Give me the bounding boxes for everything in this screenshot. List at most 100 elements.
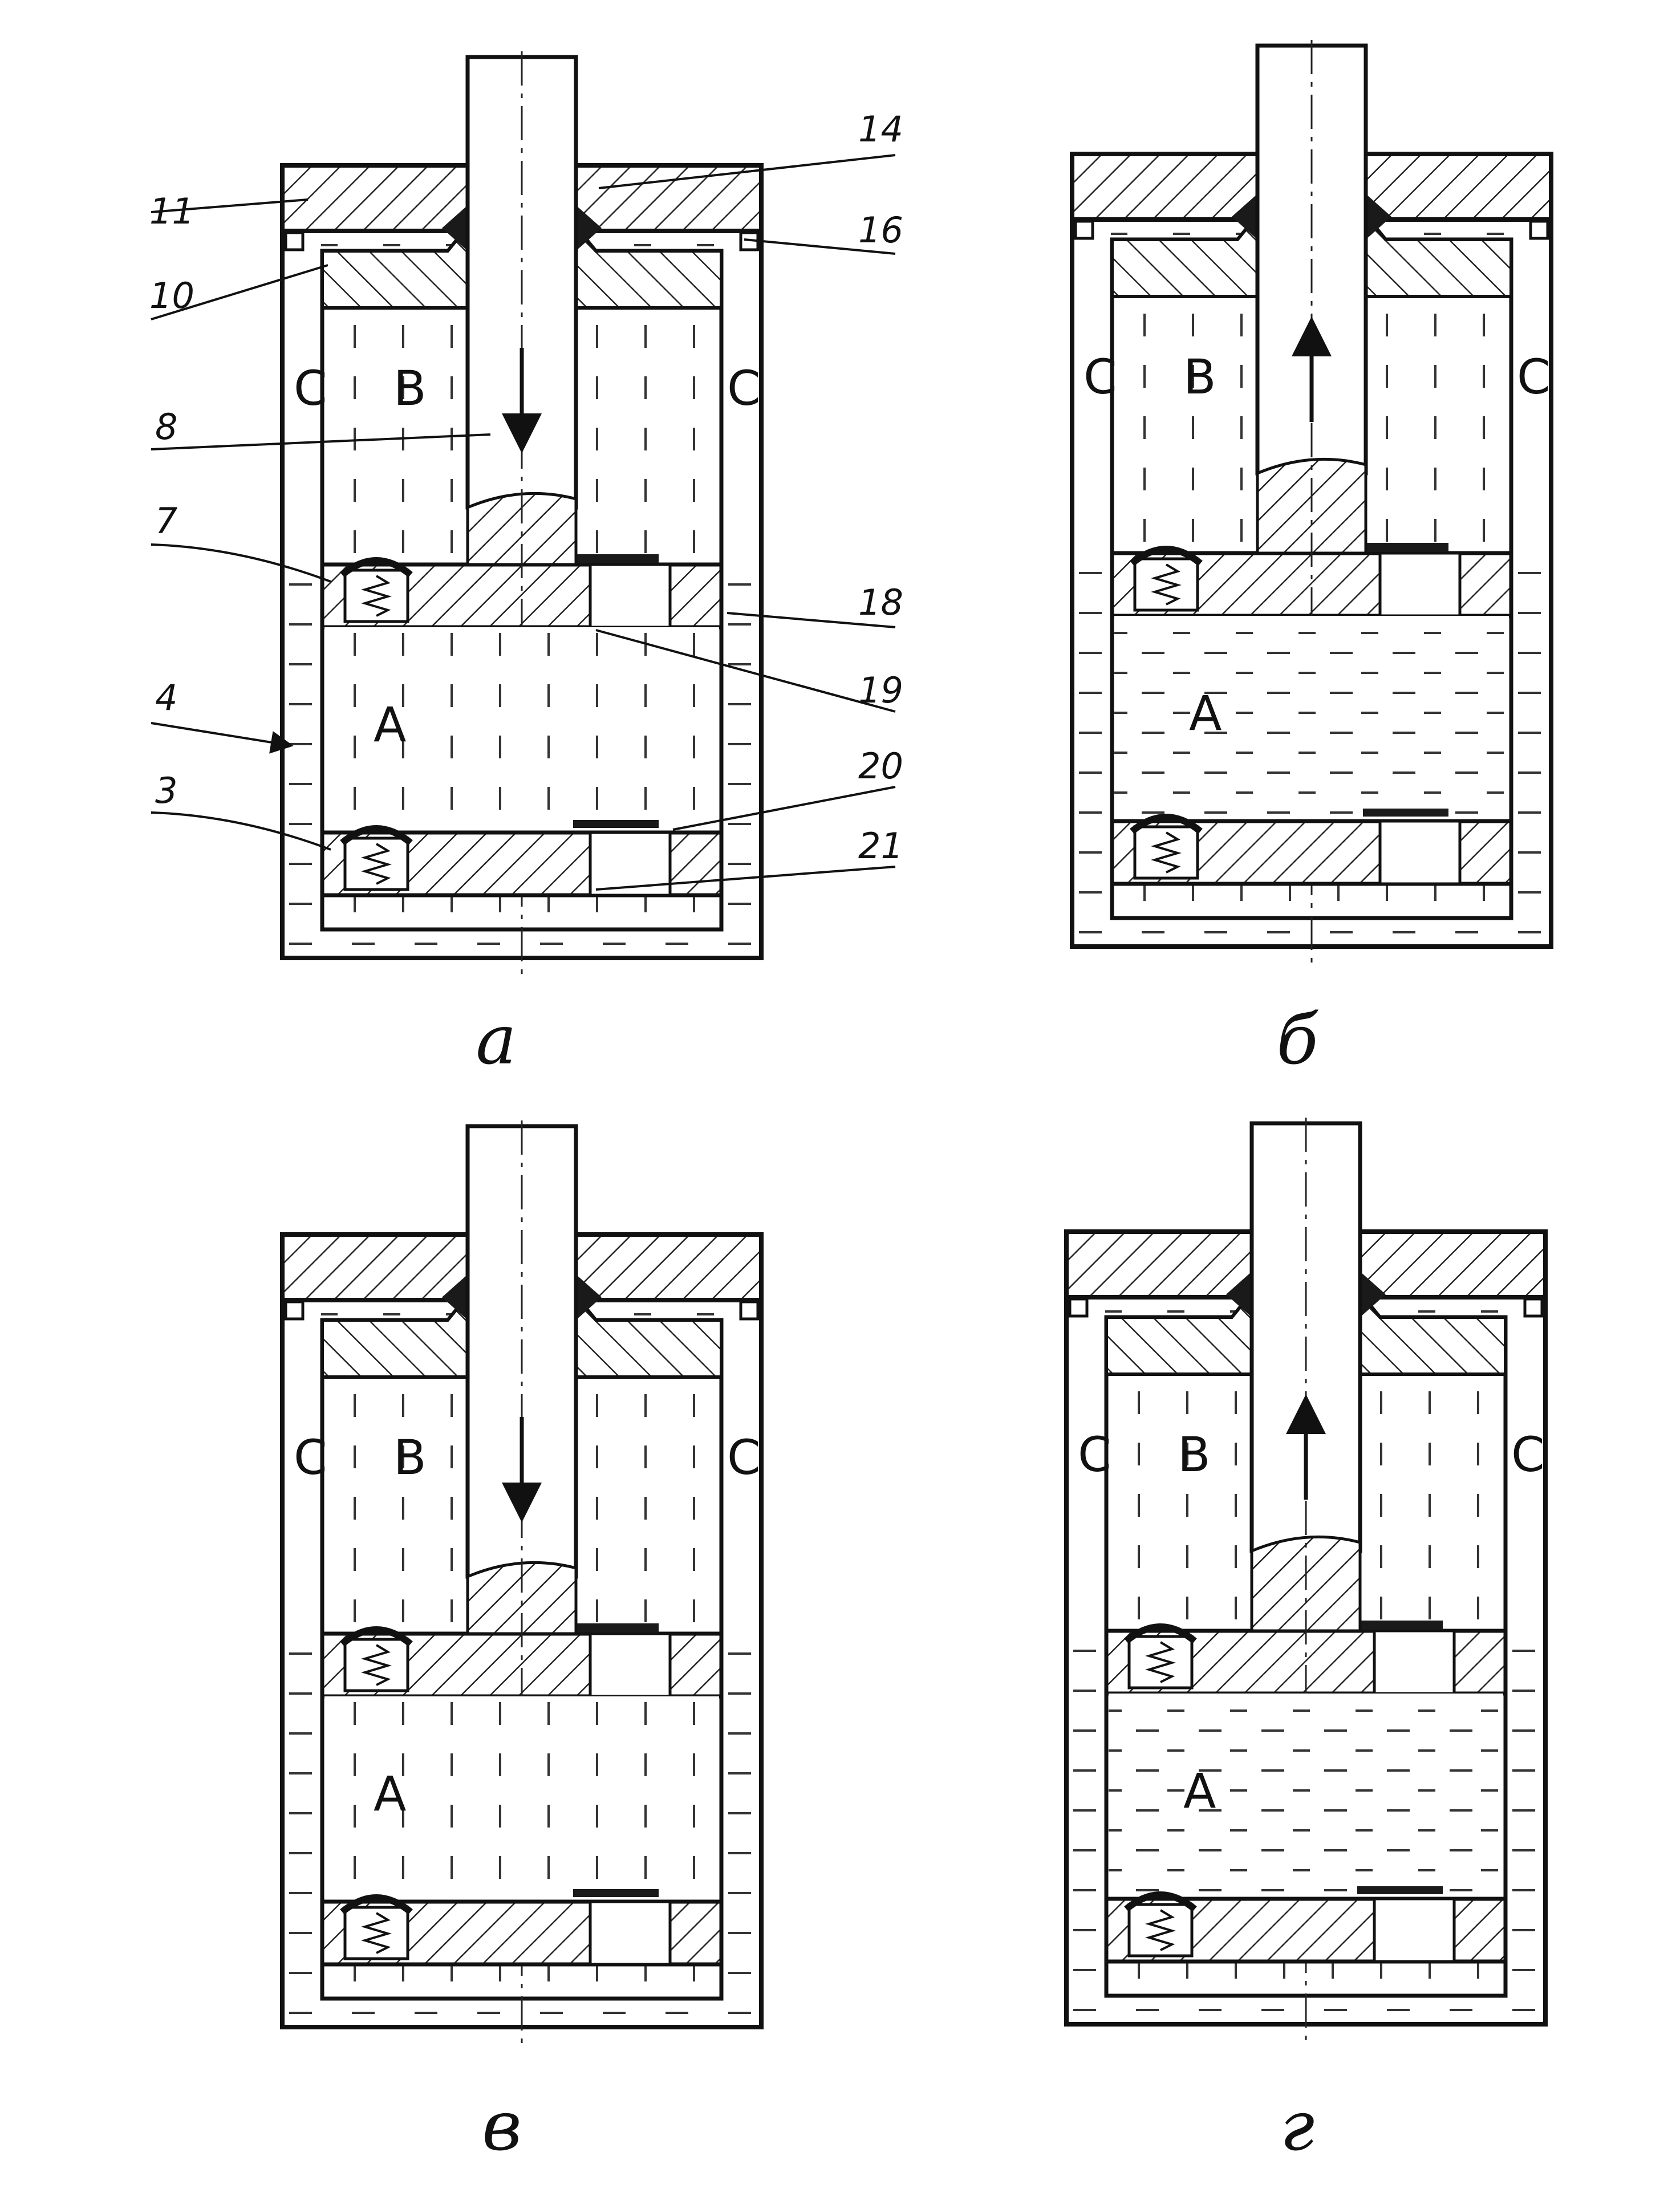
spring-icon (361, 575, 392, 617)
base-valve-plate (1357, 1886, 1443, 1894)
base-valve-disc (340, 825, 413, 846)
base-valve-left (1127, 1903, 1194, 1958)
chamber-a (324, 627, 719, 833)
callout-18: 18 (858, 582, 903, 623)
piston-valve-right (1373, 1629, 1456, 1695)
piston-valve-left (343, 1638, 409, 1692)
panel-a: С С В А (280, 51, 764, 975)
callout-4: 4 (155, 677, 177, 718)
fixing-ring-right (739, 1300, 760, 1321)
leader-18 (727, 612, 896, 628)
seal-right (576, 205, 602, 251)
valve-plate-right (573, 554, 659, 563)
callout-7: 7 (155, 500, 177, 542)
piston-valve-right (1378, 551, 1462, 618)
seal-right (1360, 1272, 1386, 1317)
zone-a: А (374, 697, 406, 753)
piston-valve-right (589, 563, 672, 629)
base-valve-left (343, 1906, 409, 1960)
spring-icon (361, 1644, 392, 1686)
zone-a: А (374, 1766, 406, 1822)
zone-c-left: С (1084, 349, 1117, 405)
seal-left (1232, 194, 1257, 239)
seal-left (442, 205, 468, 251)
fixing-ring-left (1074, 220, 1094, 240)
base-valve-disc (340, 1894, 413, 1915)
valve-disc-left (1124, 1623, 1197, 1644)
panel-v: С С В А (280, 1120, 764, 2044)
rod-piston-joint (466, 1561, 578, 1635)
leader-20 (672, 786, 896, 831)
zone-b: В (1183, 349, 1216, 405)
piston-valve-left (343, 568, 409, 623)
leader-16 (744, 238, 896, 255)
spring-icon (1145, 1909, 1176, 1951)
rod-piston-joint (466, 492, 578, 566)
callout-group: 11 10 8 7 4 3 14 16 18 19 20 21 (149, 108, 903, 891)
callout-8: 8 (155, 406, 177, 448)
piston-valve-left (1127, 1635, 1194, 1690)
valve-disc-left (340, 1626, 413, 1647)
base-valve-plate (1363, 809, 1448, 817)
zone-c-left: С (294, 1430, 327, 1485)
seal-right (1366, 194, 1391, 239)
zone-c-right: С (727, 360, 761, 416)
leader-19 (595, 629, 896, 713)
zone-b: В (393, 360, 427, 416)
leader-8 (151, 433, 491, 450)
base-valve-plate (573, 1889, 659, 1897)
callout-11: 11 (149, 190, 194, 232)
leader-7 (151, 543, 331, 583)
seal-right (576, 1274, 602, 1320)
spring-icon (1151, 563, 1182, 606)
callout-19: 19 (858, 669, 903, 711)
base-valve-disc (1130, 814, 1203, 834)
zone-c-left: С (1078, 1427, 1111, 1483)
base-valve-right (1373, 1897, 1456, 1963)
fixing-ring-right (1529, 220, 1549, 240)
base-valve-disc (1124, 1891, 1197, 1912)
chamber-a (1109, 1694, 1503, 1899)
fixing-ring-left (284, 1300, 305, 1321)
piston-valve-left (1133, 557, 1199, 612)
valve-plate-right (573, 1623, 659, 1633)
zone-c-right: С (1511, 1427, 1545, 1483)
base-valve-right (1378, 819, 1462, 886)
leader-14 (598, 154, 896, 189)
zone-c-right: С (1517, 349, 1551, 405)
callout-20: 20 (858, 745, 903, 787)
zone-c-right: С (727, 1430, 761, 1485)
zone-a: А (1183, 1763, 1216, 1819)
panel-caption: а (476, 1001, 517, 1080)
fixing-ring-right (1523, 1297, 1544, 1318)
leader-11 (151, 198, 309, 213)
seal-left (1226, 1272, 1252, 1317)
fixing-ring-left (284, 231, 305, 251)
base-valve-plate (573, 820, 659, 828)
spring-icon (361, 1912, 392, 1954)
fixing-ring-left (1068, 1297, 1089, 1318)
leader-3 (151, 811, 331, 851)
zone-c-left: С (294, 360, 327, 416)
spring-icon (361, 843, 392, 885)
spring-icon (1145, 1641, 1176, 1683)
valve-plate-right (1357, 1621, 1443, 1630)
piston-valve-right (589, 1632, 672, 1698)
chamber-a (1114, 616, 1509, 821)
panel-caption: б (1276, 1001, 1318, 1080)
callout-10: 10 (149, 275, 194, 316)
panel-caption: г (1280, 2087, 1315, 2166)
leader-4 (151, 722, 294, 754)
zone-b: В (393, 1430, 427, 1485)
base-valve-left (343, 836, 409, 891)
base-valve-left (1133, 825, 1199, 880)
callout-3: 3 (155, 770, 177, 811)
zone-a: А (1189, 685, 1222, 741)
base-valve-right (589, 1900, 672, 1966)
panel-caption: в (482, 2087, 522, 2166)
callout-21: 21 (858, 825, 903, 867)
callout-14: 14 (858, 108, 903, 150)
panel-b: С С В А (1070, 40, 1553, 964)
